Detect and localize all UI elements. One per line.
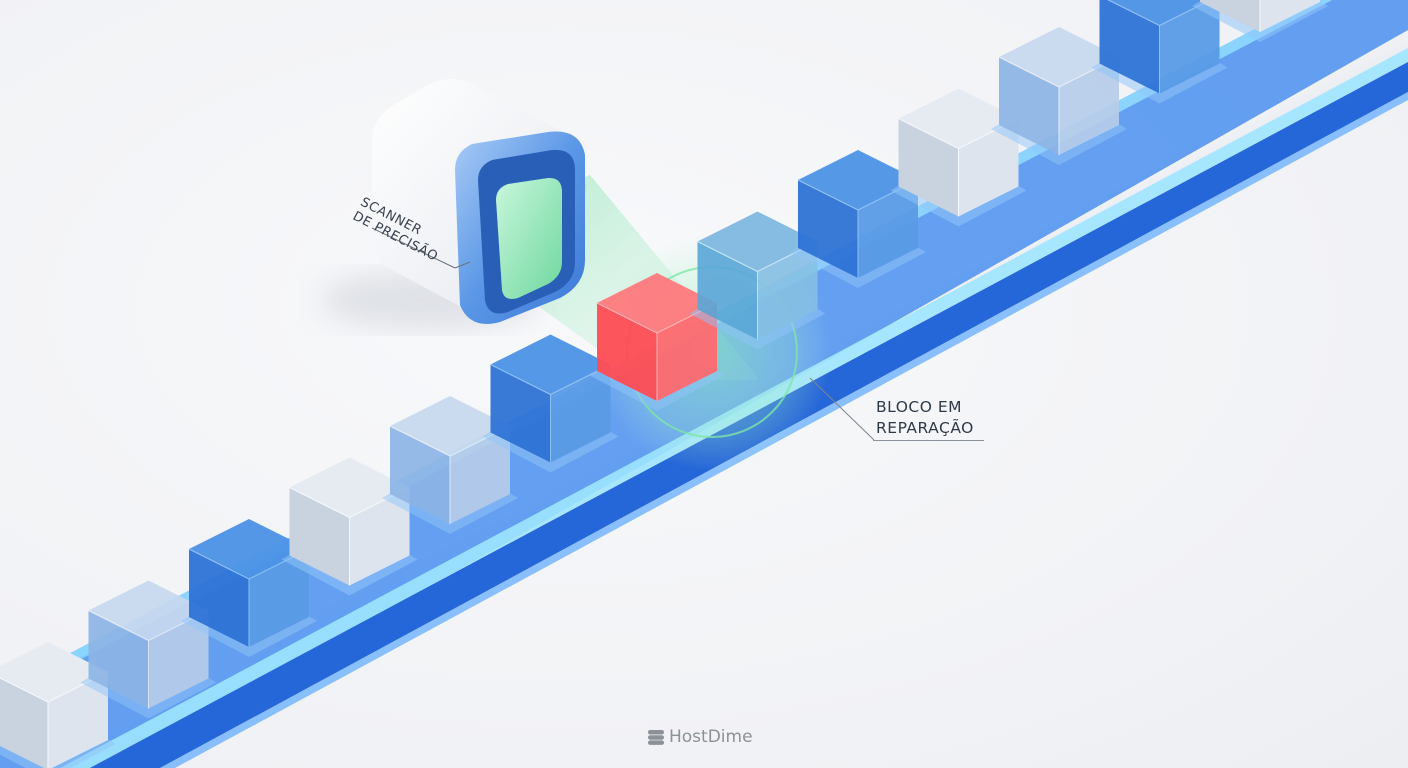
data-block [689,211,826,350]
data-block [281,457,418,596]
data-block [0,642,116,768]
data-block [991,27,1127,165]
data-block [890,88,1027,227]
brand-name: HostDime [669,727,753,747]
block-under-repair [589,273,725,411]
repair-label-line1: BLOCO EM [876,398,963,416]
data-block [790,150,926,288]
repair-label: BLOCO EM REPARAÇÃO [876,397,974,439]
data-block [382,396,518,534]
repair-label-line2: REPARAÇÃO [876,419,974,437]
data-block [1192,0,1328,42]
brand-logo: HostDime [647,727,753,747]
repair-callout-line [809,377,875,441]
server-stack-icon [648,730,664,745]
precision-scanner [320,79,585,330]
repair-label-underline [873,440,984,441]
data-block [181,519,317,657]
blocks [0,0,1328,768]
data-block [482,334,619,473]
data-block [1091,0,1228,104]
